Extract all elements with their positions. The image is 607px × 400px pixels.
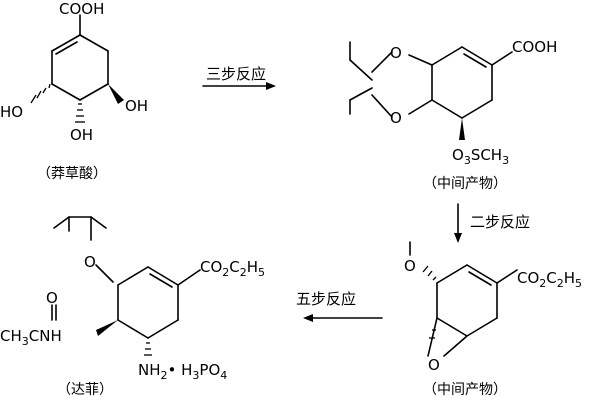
bond bbox=[349, 59, 373, 81]
ethyl-ester-label: CO2C2H5 bbox=[517, 269, 582, 290]
bond bbox=[408, 99, 433, 115]
bond bbox=[461, 99, 493, 119]
reaction-arrow-2: 二步反应 bbox=[454, 203, 530, 243]
step-label: 五步反应 bbox=[296, 290, 356, 308]
wedge-bond bbox=[459, 118, 465, 140]
oxygen-label: O bbox=[390, 109, 402, 127]
hydroxyl-label: HO bbox=[0, 103, 23, 121]
bond bbox=[461, 46, 493, 66]
hashed-bond bbox=[75, 103, 85, 123]
bond bbox=[177, 269, 201, 286]
caption-intermediate-1: （中间产物） bbox=[423, 176, 507, 192]
bond bbox=[117, 319, 149, 339]
caption-shikimic-acid: （莽草酸） bbox=[37, 166, 107, 182]
reaction-arrow-3: 五步反应 bbox=[296, 290, 383, 322]
oxygen-label: O bbox=[390, 44, 402, 62]
bond bbox=[463, 53, 487, 68]
carboxyl-label: COOH bbox=[59, 0, 104, 18]
bond bbox=[408, 54, 433, 66]
bond bbox=[443, 335, 468, 357]
hashed-bond bbox=[144, 342, 152, 356]
carbonyl-oxygen-label: O bbox=[46, 289, 58, 307]
bond bbox=[149, 273, 173, 288]
hydroxyl-label: OH bbox=[70, 126, 93, 144]
oxygen-label: O bbox=[404, 257, 416, 275]
mesylate-label: O3SCH3 bbox=[452, 146, 509, 167]
wedge-bond bbox=[96, 320, 118, 336]
step-label: 三步反应 bbox=[206, 65, 266, 83]
intermediate-1-structure: O O COOH O3SCH3 （中间产物） bbox=[349, 38, 557, 192]
bond bbox=[491, 51, 513, 66]
bond bbox=[436, 317, 468, 337]
bond bbox=[431, 99, 463, 119]
shikimic-acid-structure: COOH HO OH OH （莽草酸） bbox=[0, 0, 148, 182]
hydroxyl-label: OH bbox=[125, 97, 148, 115]
carboxyl-label: COOH bbox=[512, 38, 557, 56]
bond bbox=[496, 269, 518, 284]
bond bbox=[51, 34, 81, 52]
bond bbox=[147, 319, 179, 339]
bond bbox=[349, 87, 373, 101]
epoxide-oxygen-label: O bbox=[428, 356, 440, 374]
oseltamivir-structure: O O CH3CNH CO2C2H5 NH2• H3PO4 （达菲） bbox=[0, 216, 265, 398]
bond bbox=[436, 264, 468, 284]
step-label: 二步反应 bbox=[470, 213, 530, 231]
bond bbox=[55, 41, 78, 55]
bond bbox=[79, 34, 109, 52]
reaction-arrow-1: 三步反应 bbox=[202, 65, 276, 90]
bond bbox=[90, 216, 107, 229]
bond bbox=[427, 317, 438, 357]
bond bbox=[371, 94, 393, 118]
hashed-bond bbox=[30, 83, 51, 104]
bond bbox=[79, 83, 109, 101]
bond bbox=[468, 271, 492, 286]
bond bbox=[371, 51, 393, 73]
bond bbox=[431, 46, 463, 66]
hashed-bond bbox=[429, 329, 436, 339]
bond bbox=[117, 266, 149, 286]
acetamido-label: CH3CNH bbox=[0, 327, 62, 348]
hashed-bond bbox=[422, 265, 437, 281]
bond bbox=[466, 264, 498, 284]
bond bbox=[51, 83, 81, 101]
bond bbox=[466, 317, 498, 337]
caption-intermediate-2: （中间产物） bbox=[423, 382, 507, 398]
ethyl-ester-label: CO2C2H5 bbox=[200, 258, 265, 279]
caption-tamiflu: （达菲） bbox=[57, 382, 113, 398]
bond bbox=[53, 216, 70, 229]
intermediate-2-structure: O O CO2C2H5 （中间产物） bbox=[404, 241, 582, 398]
bond bbox=[95, 264, 114, 283]
bond bbox=[147, 266, 179, 286]
wedge-bond bbox=[108, 84, 124, 104]
amine-phosphate-label: NH2• H3PO4 bbox=[138, 361, 227, 382]
oxygen-label: O bbox=[84, 253, 96, 271]
